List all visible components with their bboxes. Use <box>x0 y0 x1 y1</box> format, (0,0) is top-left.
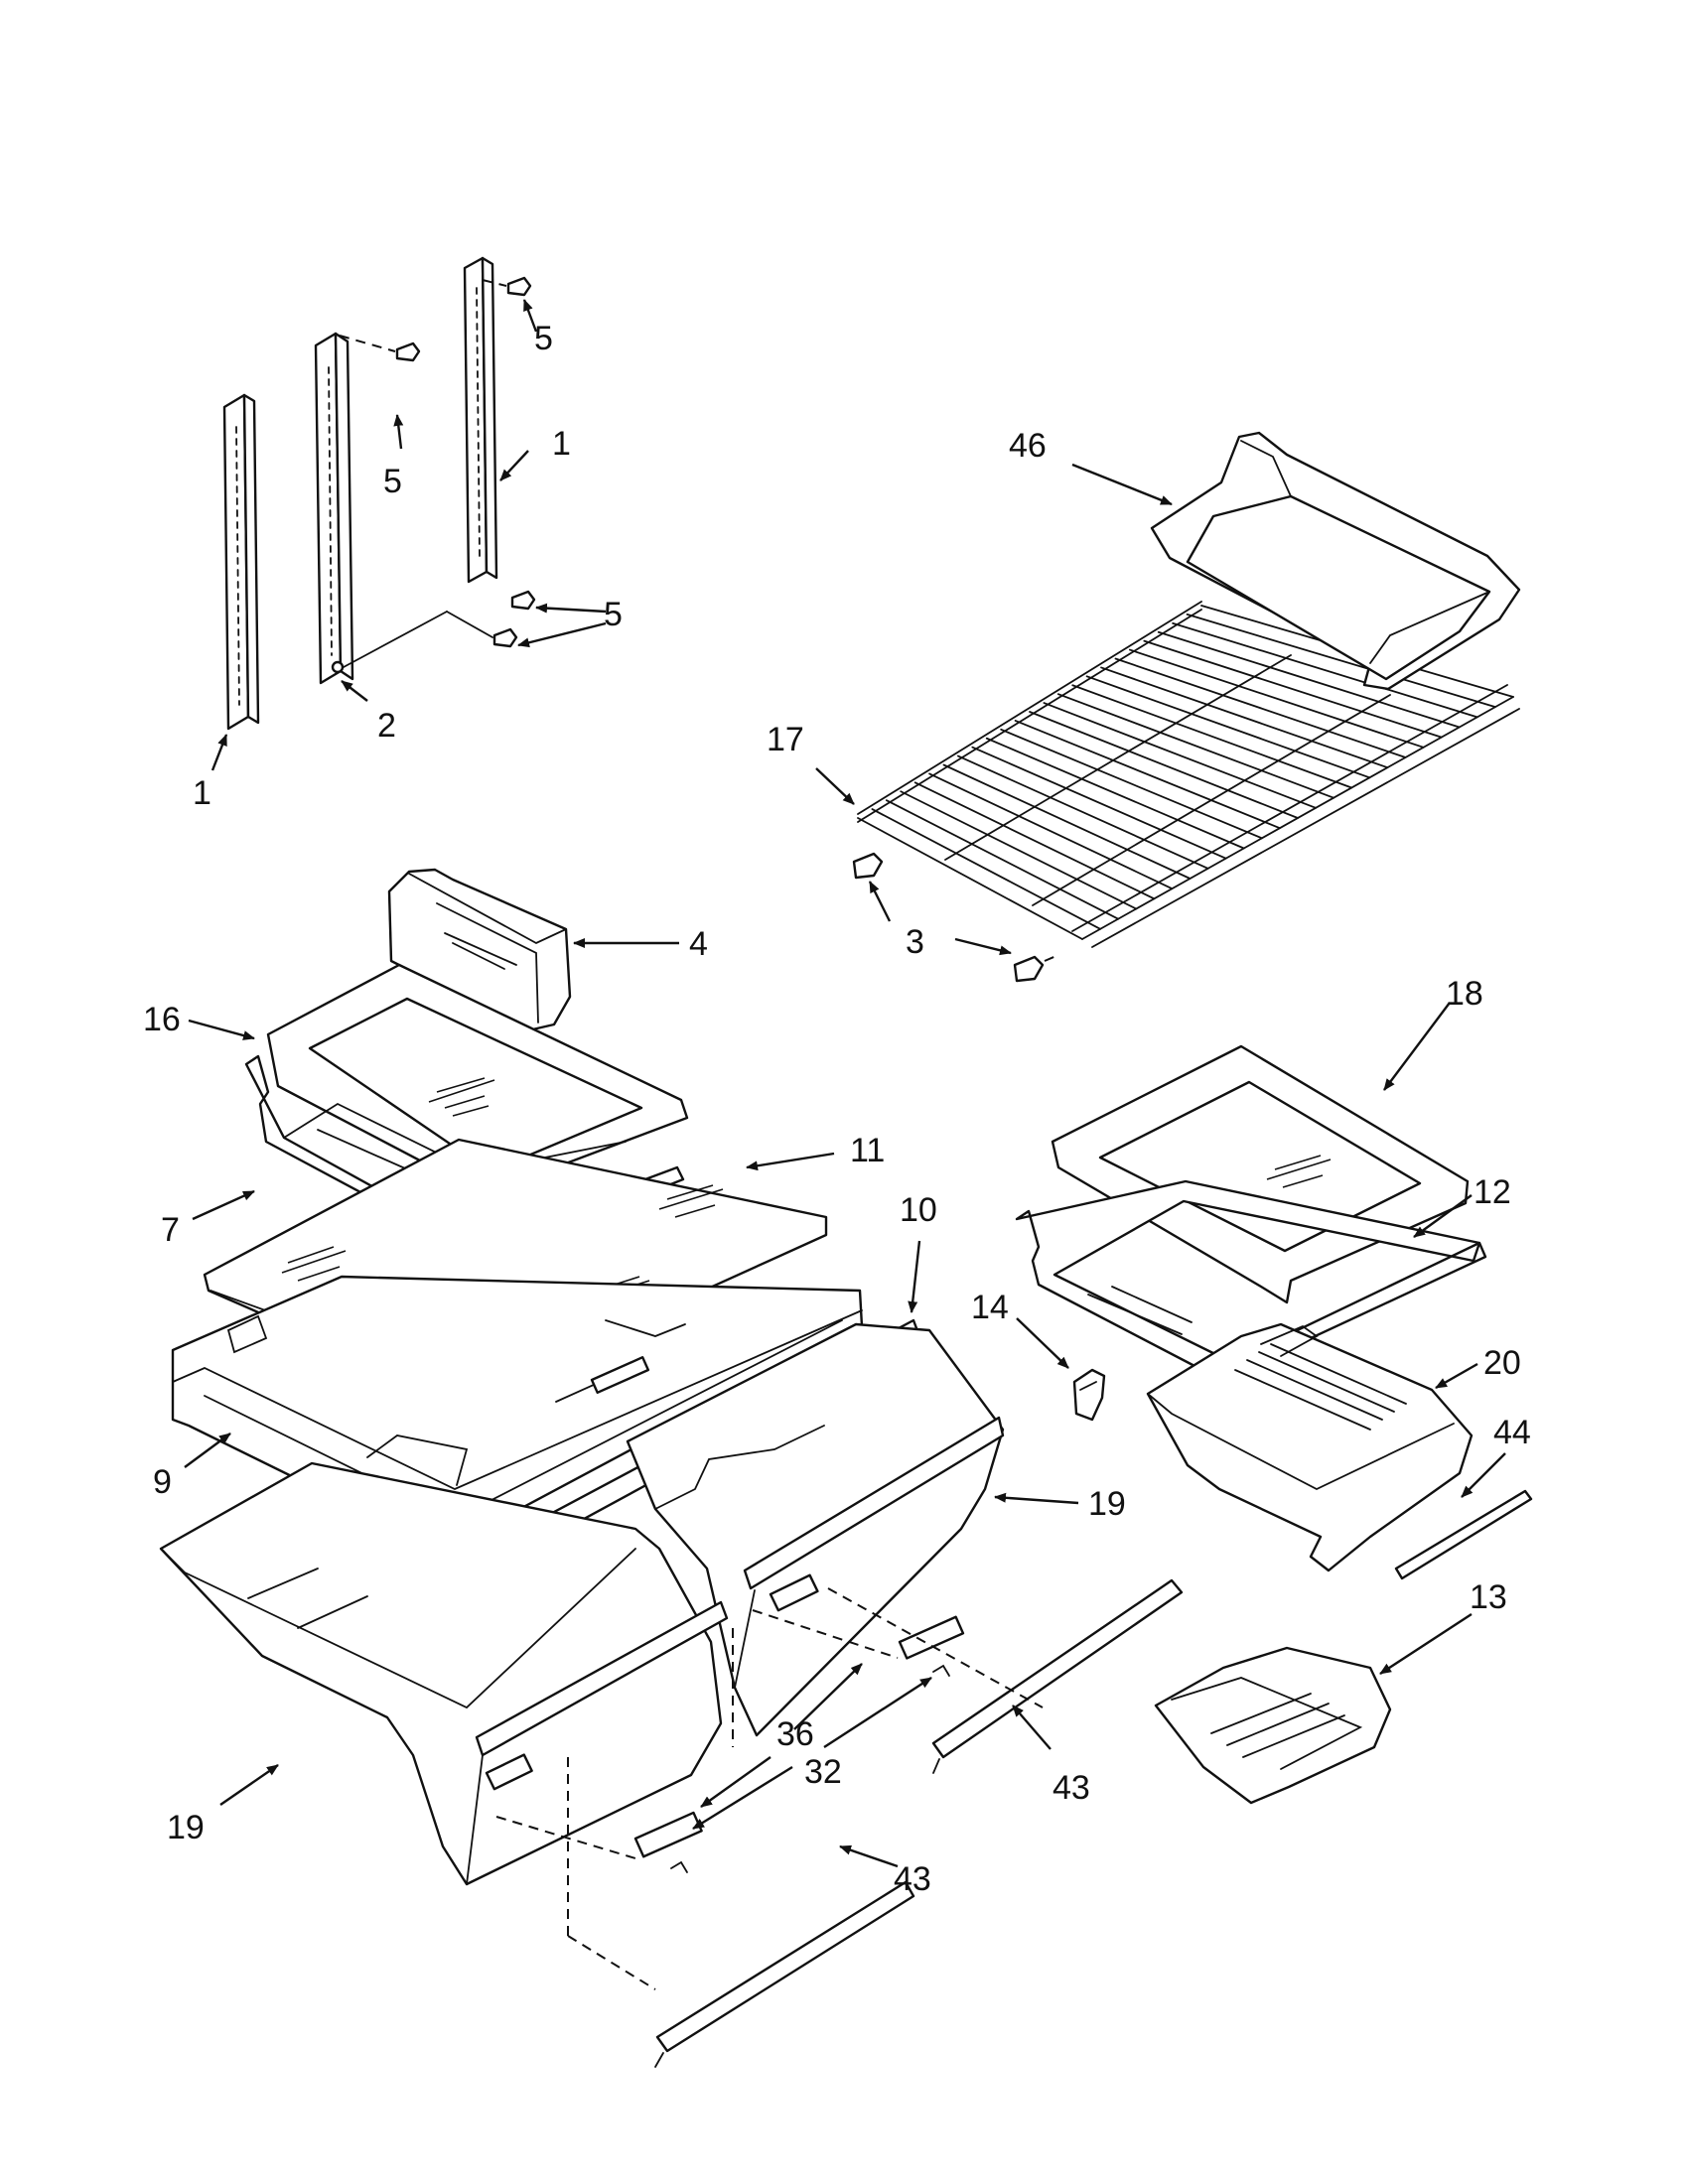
callout-18: 18 <box>1446 975 1483 1013</box>
deli-tray <box>1150 431 1521 691</box>
wire-rib <box>1014 720 1281 830</box>
callout-20: 20 <box>1483 1344 1521 1382</box>
wire-rib <box>1043 702 1317 809</box>
callout-10: 10 <box>900 1191 937 1229</box>
crisper-drawer-right <box>626 1322 1005 1737</box>
callout-32: 32 <box>804 1753 842 1791</box>
callout-5-center: 5 <box>383 463 402 500</box>
glass-shelf-18 <box>1051 1044 1470 1304</box>
wire-rib <box>913 781 1156 900</box>
drawer-slide-44 <box>1394 1489 1533 1580</box>
assembly-dash-lines <box>495 1587 1044 1990</box>
callout-13: 13 <box>1470 1578 1507 1616</box>
callout-14: 14 <box>971 1289 1009 1326</box>
callout-labels: 1 1 2 5 5 5 46 17 3 4 16 11 7 10 9 18 12… <box>143 320 1531 1898</box>
divider-tray-13 <box>1154 1646 1392 1805</box>
wire-rib <box>1172 621 1478 719</box>
wire-rib <box>957 754 1209 870</box>
callout-2: 2 <box>377 707 396 745</box>
wire-shelf <box>857 601 1520 948</box>
callout-1-left: 1 <box>193 774 211 812</box>
screws <box>339 276 536 668</box>
callout-12: 12 <box>1474 1173 1511 1211</box>
wire-rib <box>971 746 1227 860</box>
wire-rib <box>1071 684 1353 789</box>
callout-16: 16 <box>143 1001 181 1038</box>
wire-rib <box>942 763 1192 880</box>
callout-19-right: 19 <box>1088 1485 1126 1523</box>
drawer-clips <box>633 1615 965 1873</box>
callout-9: 9 <box>153 1463 172 1501</box>
wire-rib <box>928 772 1174 890</box>
wire-rib <box>857 817 1083 940</box>
wire-rib <box>1129 648 1425 749</box>
crisper-drawer-left <box>159 1461 729 1886</box>
callout-36: 36 <box>776 1715 814 1753</box>
leaders <box>184 299 1506 1868</box>
shelf-rail-center <box>314 332 354 685</box>
callout-43-lower: 43 <box>894 1860 931 1898</box>
meat-drawer <box>1146 1322 1474 1572</box>
callout-17: 17 <box>767 721 804 758</box>
callout-5-pair: 5 <box>604 596 623 633</box>
callout-19-left: 19 <box>167 1809 205 1846</box>
drawer-slide-lower <box>654 1880 915 2068</box>
callout-7: 7 <box>161 1211 180 1249</box>
shelf-frame-12 <box>1015 1179 1487 1382</box>
callout-46: 46 <box>1009 427 1047 465</box>
callout-43-upper: 43 <box>1052 1769 1090 1807</box>
callout-44: 44 <box>1493 1414 1531 1451</box>
wire-rib <box>1157 630 1461 729</box>
clip-14 <box>1072 1368 1106 1422</box>
wire-rib <box>1056 693 1335 799</box>
wire-rib <box>900 790 1138 910</box>
callout-11: 11 <box>850 1132 885 1169</box>
wire-rib <box>985 737 1245 850</box>
wire-rib <box>1100 666 1389 769</box>
wire-rib <box>1000 728 1263 840</box>
wire-rib <box>885 799 1120 920</box>
wire-rib <box>1114 657 1407 758</box>
wire-rib <box>871 808 1101 930</box>
callout-1-right: 1 <box>552 425 571 463</box>
wire-rib <box>1143 639 1443 739</box>
wire-rib <box>1029 711 1299 819</box>
shelf-rail-left <box>222 393 260 731</box>
callout-3: 3 <box>906 923 924 961</box>
drawer-slide-upper <box>931 1578 1184 1774</box>
wire-rib <box>1085 675 1371 779</box>
callout-4: 4 <box>689 925 708 963</box>
shelf-buttons <box>852 852 1059 983</box>
shelf-rail-right <box>463 256 498 584</box>
wire-rib <box>1186 614 1496 709</box>
callout-5-top: 5 <box>534 320 553 357</box>
